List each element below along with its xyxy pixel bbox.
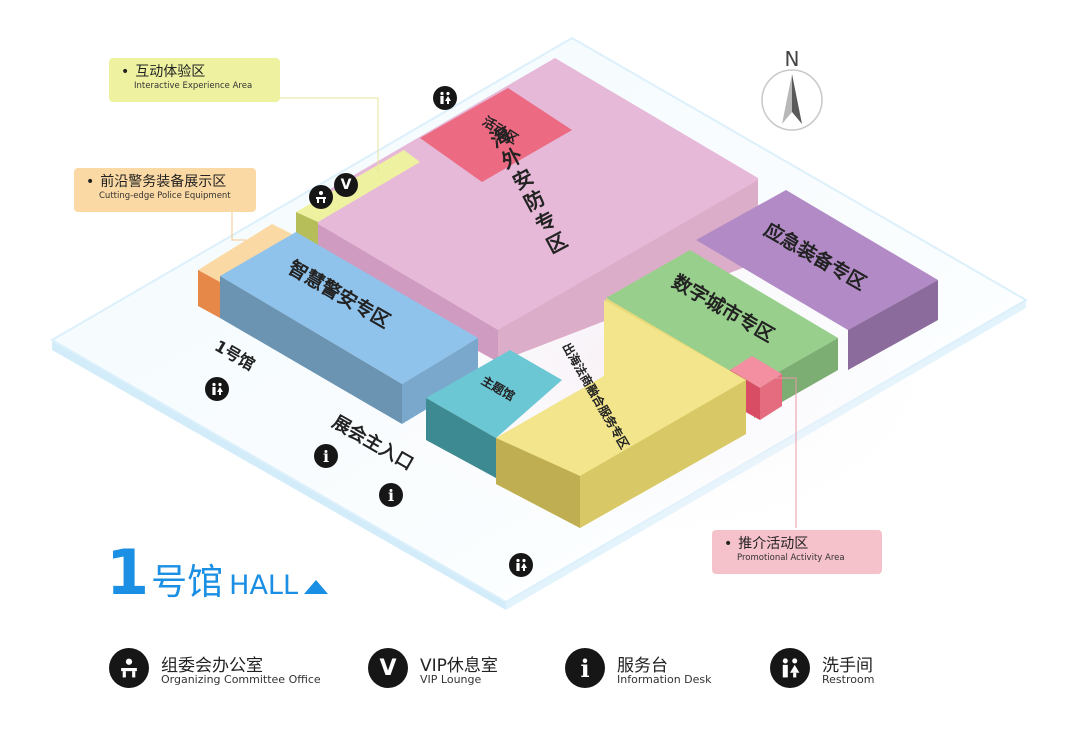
restroom-icon — [770, 648, 810, 688]
vip-lounge-icon: V — [368, 648, 408, 688]
restroom-icon — [433, 86, 457, 110]
office-icon — [109, 648, 149, 688]
information-icon: i — [314, 444, 338, 468]
callout-promotional-cn: 推介活动区 — [724, 535, 872, 553]
zone-export-service[interactable] — [496, 298, 746, 528]
hall-cn-label: 号馆 — [151, 562, 224, 603]
callout-interactive: 互动体验区 Interactive Experience Area — [109, 58, 280, 102]
callout-promotional-en: Promotional Activity Area — [737, 553, 845, 563]
legend-restroom-en: Restroom — [822, 673, 875, 686]
zone-smart-police[interactable] — [220, 232, 478, 424]
zone-activity[interactable] — [420, 88, 572, 182]
callout-cutting-edge-en: Cutting-edge Police Equipment — [99, 191, 231, 201]
callout-promotional: 推介活动区 Promotional Activity Area — [712, 530, 882, 574]
compass-north-label: N — [785, 47, 800, 71]
legend-vip-en: VIP Lounge — [420, 673, 482, 686]
hall-en-label: HALL — [229, 570, 299, 601]
zone-emergency[interactable] — [696, 190, 938, 370]
triangle-up-icon — [304, 580, 329, 594]
hall-number: 1 — [106, 536, 150, 609]
callout-cutting-edge: 前沿警务装备展示区 Cutting-edge Police Equipment — [74, 168, 256, 212]
vip-lounge-icon: V — [334, 173, 358, 197]
legend-item-vip: V VIP休息室 VIP Lounge — [368, 648, 528, 690]
legend-item-office: 组委会办公室 Organizing Committee Office — [109, 648, 339, 690]
legend-item-restroom: 洗手间 Restroom — [770, 648, 910, 690]
information-icon: i — [565, 648, 605, 688]
office-icon — [309, 185, 333, 209]
legend-restroom-cn: 洗手间 — [822, 656, 873, 676]
restroom-icon — [509, 553, 533, 577]
legend-vip-cn: VIP休息室 — [420, 656, 498, 676]
callout-interactive-en: Interactive Experience Area — [134, 81, 253, 91]
legend-info-cn: 服务台 — [617, 656, 668, 676]
callout-interactive-cn: 互动体验区 — [121, 63, 270, 81]
restroom-icon — [205, 377, 229, 401]
legend-office-en: Organizing Committee Office — [161, 673, 321, 686]
callout-cutting-edge-cn: 前沿警务装备展示区 — [86, 173, 246, 191]
legend-item-info: i 服务台 Information Desk — [565, 648, 735, 690]
zone-cutting-edge[interactable] — [198, 224, 296, 318]
compass — [761, 69, 823, 131]
zone-theme[interactable] — [426, 350, 562, 478]
information-icon: i — [379, 483, 403, 507]
legend-office-cn: 组委会办公室 — [161, 656, 263, 676]
legend-info-en: Information Desk — [617, 673, 712, 686]
